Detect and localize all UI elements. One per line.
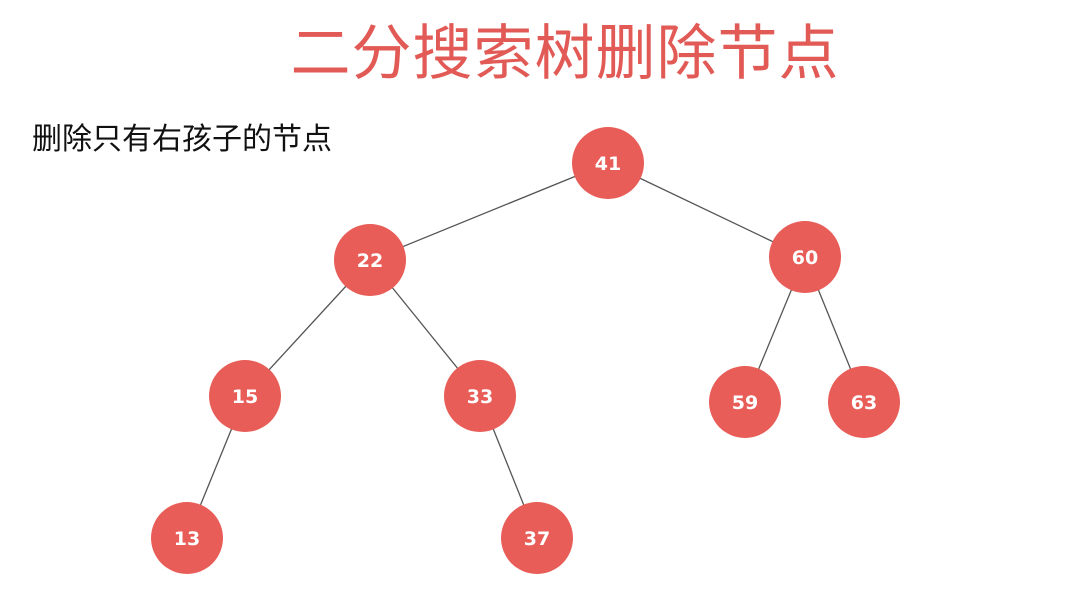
node-circle [769,221,841,293]
node-label: 15 [232,386,258,408]
tree-node-15: 15 [209,360,281,432]
node-label: 37 [524,528,550,550]
node-circle [709,366,781,438]
tree-node-33: 33 [444,360,516,432]
node-label: 41 [595,153,621,175]
page-title: 二分搜索树删除节点 [290,19,840,89]
node-circle [828,366,900,438]
edges-layer [186,162,865,539]
node-label: 59 [732,392,758,414]
tree-node-59: 59 [709,366,781,438]
node-label: 60 [792,247,818,269]
tree-node-60: 60 [769,221,841,293]
node-circle [572,127,644,199]
tree-node-13: 13 [151,502,223,574]
node-label: 22 [357,250,383,272]
tree-node-22: 22 [334,224,406,296]
node-circle [444,360,516,432]
node-circle [151,502,223,574]
tree-node-63: 63 [828,366,900,438]
node-circle [501,502,573,574]
node-label: 33 [467,386,493,408]
edge-41-22 [369,162,609,261]
node-label: 13 [174,528,200,550]
edge-41-60 [607,162,806,258]
tree-node-37: 37 [501,502,573,574]
node-circle [334,224,406,296]
node-label: 63 [851,392,877,414]
nodes-layer: 41 22 60 15 33 59 63 13 37 [151,127,900,574]
node-circle [209,360,281,432]
subtitle: 删除只有右孩子的节点 [32,122,332,157]
tree-node-41: 41 [572,127,644,199]
